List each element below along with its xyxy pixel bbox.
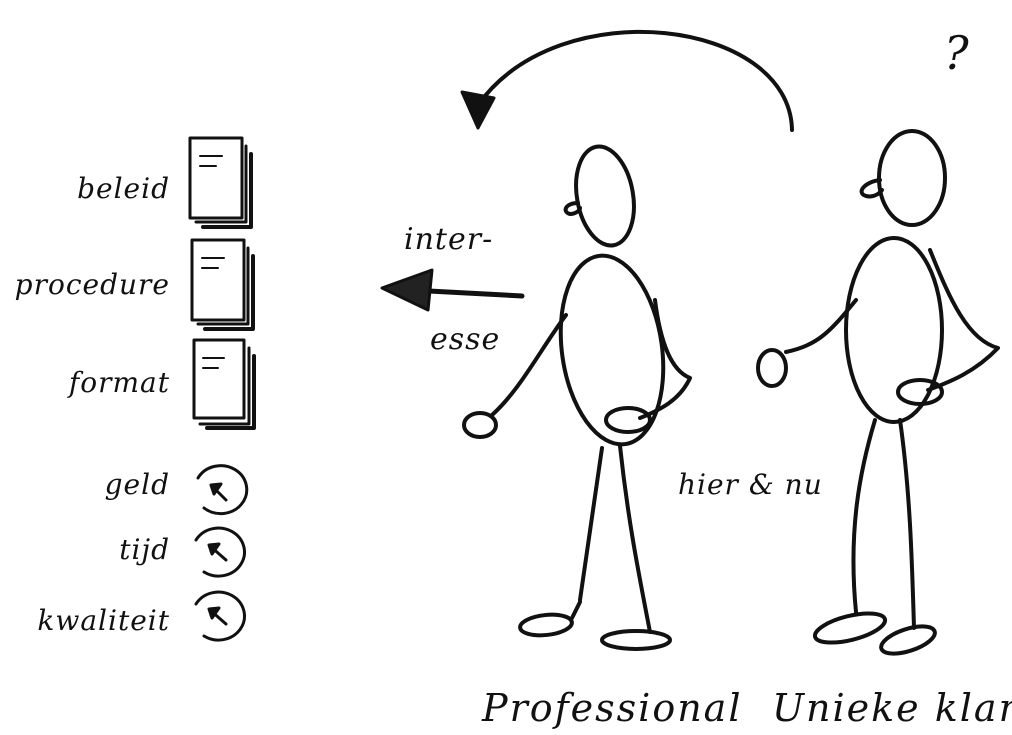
gauge-dial-icon: [194, 526, 246, 578]
label-procedure: procedure: [14, 268, 170, 301]
document-stack-icon: [192, 338, 256, 430]
gauge-dial-icon: [196, 464, 249, 516]
arrow-label-esse: esse: [430, 322, 501, 357]
caption-professional: Professional: [482, 686, 743, 730]
professional-figure: [462, 144, 692, 651]
customer-figure: [756, 129, 1000, 656]
caption-unieke-klant: Unieke klant: [772, 686, 1012, 730]
curved-arrow: [460, 29, 794, 132]
document-stack-icon: [190, 238, 255, 331]
label-kwaliteit: kwaliteit: [37, 604, 170, 637]
arrow-label-inter: inter-: [404, 222, 494, 257]
left-arrow: [380, 268, 525, 312]
label-tijd: tijd: [119, 533, 170, 566]
question-mark: ?: [944, 26, 970, 80]
gauge-dial-icon: [194, 590, 246, 642]
label-beleid: beleid: [77, 172, 170, 205]
label-geld: geld: [104, 468, 170, 501]
label-format: format: [68, 366, 170, 399]
label-hier-en-nu: hier & nu: [678, 468, 823, 501]
document-stack-icon: [188, 136, 253, 229]
